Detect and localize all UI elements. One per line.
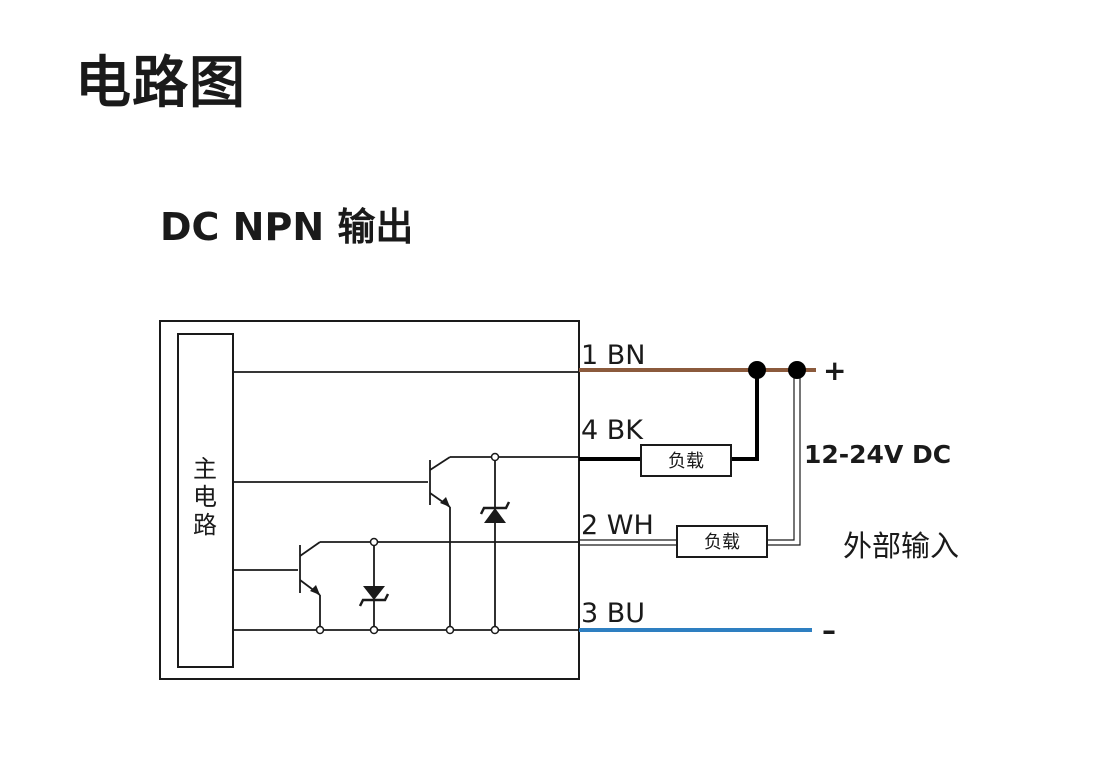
load-label-bk: 负载 bbox=[668, 451, 704, 472]
wire-label-4: 4 BK bbox=[581, 415, 644, 446]
lower-emitter-arrow bbox=[310, 585, 320, 595]
load-box-bk bbox=[640, 444, 732, 477]
supply-voltage-label: 12-24V DC bbox=[804, 440, 951, 469]
wire-2-wh bbox=[579, 370, 801, 546]
wire-label-2: 2 WH bbox=[581, 510, 654, 541]
section-title: DC NPN 输出 bbox=[160, 205, 414, 249]
minus-sign: – bbox=[822, 614, 836, 647]
main-circuit-label-2: 电 bbox=[193, 483, 217, 511]
load-label-wh: 负载 bbox=[704, 532, 740, 553]
internal-wiring bbox=[233, 371, 579, 631]
main-circuit-label-3: 路 bbox=[193, 511, 217, 539]
plus-sign: + bbox=[823, 354, 846, 387]
load-box-wh bbox=[676, 525, 768, 558]
page-title: 电路图 bbox=[75, 51, 246, 116]
wire-label-1: 1 BN bbox=[581, 340, 645, 371]
upper-zener-diode bbox=[479, 501, 511, 523]
main-circuit-label-1: 主 bbox=[193, 455, 217, 483]
junction-dot-wh bbox=[788, 361, 806, 379]
junction-nodes bbox=[315, 452, 500, 635]
upper-emitter-arrow bbox=[440, 497, 450, 507]
main-circuit-block bbox=[177, 333, 234, 668]
external-input-label: 外部输入 bbox=[843, 529, 959, 563]
lower-zener-diode bbox=[358, 586, 390, 607]
wire-4-bk-load-return bbox=[731, 370, 759, 461]
sensor-housing bbox=[159, 320, 580, 680]
wire-label-3: 3 BU bbox=[581, 598, 645, 629]
junction-dot-bk bbox=[748, 361, 766, 379]
